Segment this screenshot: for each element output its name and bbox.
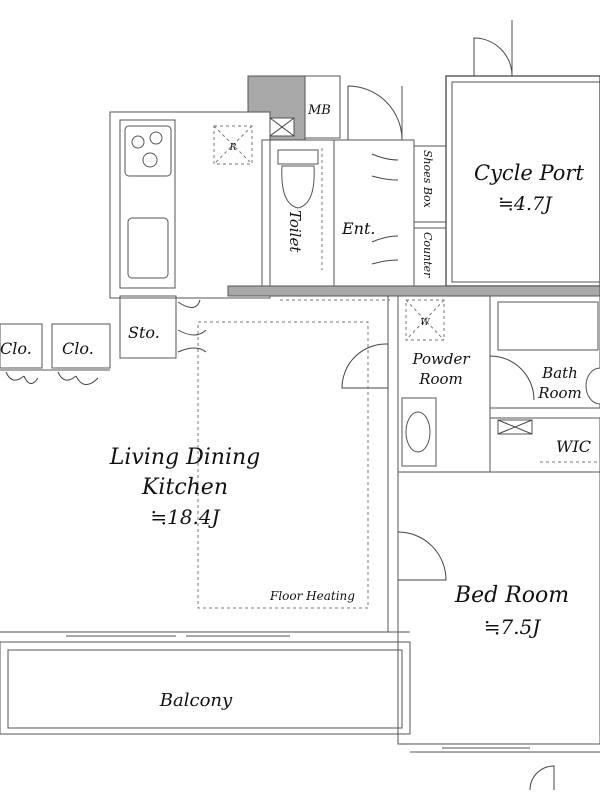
washer-mark: W	[420, 318, 430, 328]
bed-room-label: Bed Room	[454, 583, 569, 608]
cycle-port-inner	[451, 81, 600, 283]
closet-1-label: Clo.	[0, 339, 32, 358]
cycle-port-label: Cycle Port	[474, 161, 584, 185]
powder-room-fixtures: W	[401, 299, 600, 467]
balcony-outline	[0, 641, 411, 735]
mb-box	[304, 75, 341, 139]
powder-room-label-line1: Powder	[411, 350, 470, 368]
ldk-area: ≒18.4J	[150, 505, 220, 529]
bath-room-label-line1: Bath	[541, 364, 578, 382]
sink	[127, 217, 169, 279]
bath-basin	[585, 367, 600, 405]
cycle-port-area: ≒4.7J	[498, 193, 553, 215]
cycle-port-outline	[445, 75, 600, 287]
bed-room-outline	[397, 471, 600, 745]
toilet-fixture	[277, 148, 323, 270]
bathtub	[497, 301, 599, 351]
floor-heating-area	[197, 321, 369, 609]
bed-room-area: ≒7.5J	[484, 615, 542, 639]
shoes-box-label: Shoes Box	[421, 150, 434, 209]
refrigerator-space	[213, 125, 253, 165]
counter-label: Counter	[421, 232, 434, 278]
powder-room-label-line2: Room	[418, 370, 463, 388]
windows	[66, 635, 530, 749]
ldk-label-line2: Kitchen	[141, 475, 228, 500]
bath-room-label-line2: Room	[537, 384, 582, 402]
refrigerator-mark: R	[229, 143, 237, 153]
entrance-label: Ent.	[341, 219, 376, 238]
hall-wall	[227, 285, 600, 297]
doors	[5, 20, 555, 791]
kitchen-outline	[109, 111, 271, 299]
kitchen-fixtures: R	[124, 117, 295, 279]
toilet-label: Toilet	[286, 210, 304, 253]
kitchen-inner	[119, 119, 176, 289]
ldk-label-line1: Living Dining	[109, 445, 261, 470]
closet-2-label: Clo.	[62, 339, 94, 358]
storage-outline	[119, 295, 177, 359]
wic-label: WIC	[556, 437, 591, 456]
storage-label: Sto.	[128, 323, 160, 342]
labels: Cycle Port ≒4.7J MB Shoes Box Counter To…	[0, 103, 591, 711]
floor-heating-label: Floor Heating	[269, 589, 355, 603]
bath-room-outline	[489, 295, 600, 409]
balcony-label: Balcony	[159, 690, 233, 711]
closet-2-outline	[51, 323, 111, 369]
mb-label: MB	[307, 103, 331, 118]
stove	[124, 125, 172, 177]
washer-space	[405, 299, 445, 341]
closet-1-outline	[0, 323, 43, 369]
entrance-outline	[333, 139, 415, 291]
